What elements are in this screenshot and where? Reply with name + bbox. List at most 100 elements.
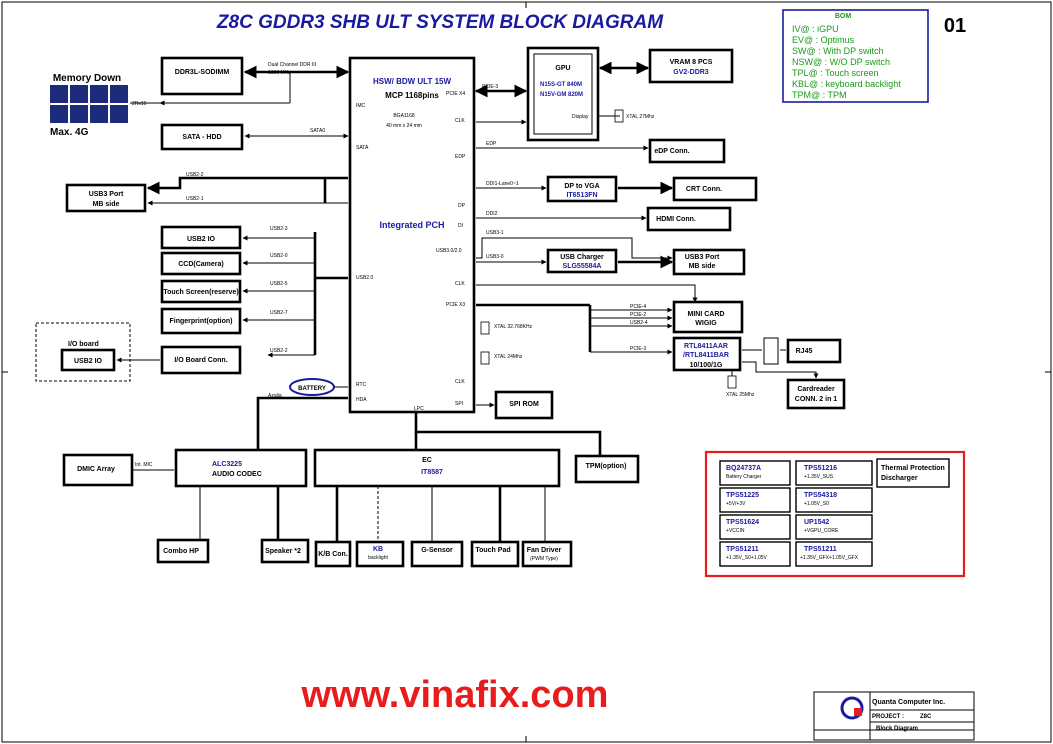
magnetics-icon: [763, 337, 779, 365]
dimm-label: DDR3L-SODIMM: [175, 69, 230, 76]
cardreader-block: [786, 378, 846, 410]
pch-pkg1: BGA1168: [393, 113, 415, 119]
vram-l2: GV2-DDR3: [673, 69, 709, 76]
ddi1-signal: DDI1-Lane0~1: [486, 181, 519, 187]
azalia-signal: Azalia: [268, 393, 282, 399]
xtal-24: XTAL 24Mhz: [494, 354, 523, 360]
hdd-block: [160, 123, 244, 151]
memory-bus: 2Rx16: [132, 101, 147, 107]
ioboard-usb-label: USB2 IO: [74, 358, 103, 365]
power-desc: Battery Charger: [726, 474, 762, 480]
usb3-left-l1: USB3 Port: [89, 191, 124, 198]
kbl-l2: backlight: [368, 555, 388, 561]
power-part: TPS51225: [726, 492, 759, 499]
gpu-crystal-icon: [614, 109, 624, 123]
power-part: TPS54318: [804, 492, 837, 499]
vram-l1: VRAM 8 PCS: [670, 59, 713, 66]
pch-pin: PCIE X4: [446, 91, 465, 97]
minicard-l2: WIGIG: [695, 320, 717, 327]
gpu-label: GPU: [555, 65, 570, 72]
rtl-crystal-icon: [727, 375, 737, 389]
legend-item: TPM@ : TPM: [792, 90, 846, 100]
vram-block: [648, 48, 734, 84]
pch-crystal-icon: [480, 321, 490, 335]
pch-pin: USB2.0: [356, 275, 373, 281]
rtl-l1: RTL8411AAR: [684, 343, 728, 350]
power-part: TPS51624: [726, 519, 759, 526]
pcie3-signal: PCIE-3: [630, 346, 646, 352]
ioboard-title: I/O board: [68, 341, 99, 348]
ioconn-label: I/O Board Conn.: [174, 357, 227, 364]
pch-pin: DP: [458, 203, 466, 209]
usb3-right-block: [672, 248, 746, 276]
pch-pin: PCIE X3: [446, 302, 465, 308]
pch-block: HSW/ BDW ULT 15W MCP 1168pins BGA1168 40…: [348, 56, 476, 414]
gpu-l1: N15S-GT 840M: [540, 82, 582, 88]
power-desc: +5V/+3V: [726, 501, 746, 507]
legend-heading: BOM: [835, 13, 852, 20]
power-desc: +1.05V_S0: [804, 501, 829, 507]
ec-l2: IT8587: [421, 469, 443, 476]
gpu-l2: N15V-GM 820M: [540, 92, 583, 98]
edp-signal: EDP: [486, 141, 497, 147]
pch-pin: LPC: [414, 406, 424, 412]
touch-block: [160, 279, 242, 304]
pch-center: Integrated PCH: [379, 220, 444, 230]
power-part: TPS51211: [726, 546, 759, 553]
usb2-2-signal: USB2-2: [186, 172, 204, 178]
charger-l1: USB Charger: [560, 254, 604, 261]
memory-title: Memory Down: [53, 73, 121, 84]
cardreader-l1: Cardreader: [797, 386, 835, 393]
codec-l2: AUDIO CODEC: [212, 471, 262, 478]
rtl-l2: /RTL8411BAR: [683, 352, 729, 359]
xtal-32: XTAL 32.768KHz: [494, 324, 533, 330]
touchpad-label: Touch Pad: [475, 547, 510, 554]
ec-block: [313, 448, 561, 488]
xtal-rtl: XTAL 25Mhz: [726, 392, 755, 398]
ioboard-frame: [35, 322, 131, 382]
pcie2-signal: PCIE-2: [630, 312, 646, 318]
charger-block: [546, 248, 618, 274]
ccd-label: CCD(Camera): [178, 261, 224, 268]
legend-item: NSW@ : W/O DP switch: [792, 57, 890, 67]
fan-l1: Fan Driver: [527, 547, 562, 554]
fan-block: [521, 540, 573, 568]
pch-pin: HDA: [356, 397, 367, 403]
tpm-label: TPM(option): [586, 463, 627, 470]
usb3-left-l2: MB side: [93, 201, 120, 208]
power-desc: +VCCIN: [726, 528, 745, 534]
bom-legend: BOM IV@ : iGPU EV@ : Optimus SW@ : With …: [782, 9, 929, 103]
dmic-block: [62, 453, 134, 487]
rj45-block: [786, 338, 842, 364]
ioboard-usb-block: [60, 348, 116, 372]
charger-l2: SLG55584A: [563, 263, 602, 270]
power-part: TPS51216: [804, 465, 837, 472]
gsensor-label: G-Sensor: [421, 547, 453, 554]
finger-label: Fingerprint(option): [170, 318, 233, 325]
page-number: 01: [944, 15, 966, 37]
kb-label: K/B Con.: [318, 551, 348, 558]
power-part: UP1542: [804, 519, 829, 526]
memory-down: Memory Down Max. 4G 2Rx16: [50, 73, 160, 138]
legend-item: IV@ : iGPU: [792, 24, 839, 34]
legend-item: TPL@ : Touch screen: [792, 68, 879, 78]
usb2-1-signal: USB2-1: [186, 196, 204, 202]
power-desc: +1.35V_GFX+1.05V_GFX: [800, 555, 859, 561]
spirom-label: SPI ROM: [509, 401, 539, 408]
finger-block: [160, 307, 242, 335]
edp-block: [648, 138, 726, 164]
combo-block: [156, 538, 210, 564]
power-section: BQ24737A Battery Charger TPS51216 +1.35V…: [704, 450, 966, 578]
hdmi-label: HDMI Conn.: [656, 216, 696, 223]
sheet-name: Block Diagram: [876, 726, 918, 732]
power-part: BQ24737A: [726, 465, 761, 472]
pch-pin: CLK: [455, 379, 465, 385]
minicard-l1: MINI CARD: [688, 311, 725, 318]
dp2vga-block: [546, 175, 618, 203]
kb-block: [314, 540, 352, 568]
intmic-signal: Int. MIC: [135, 462, 153, 468]
usb2io-label: USB2 IO: [187, 236, 216, 243]
pcie-gpu-signal: PCIE-3: [482, 84, 498, 90]
